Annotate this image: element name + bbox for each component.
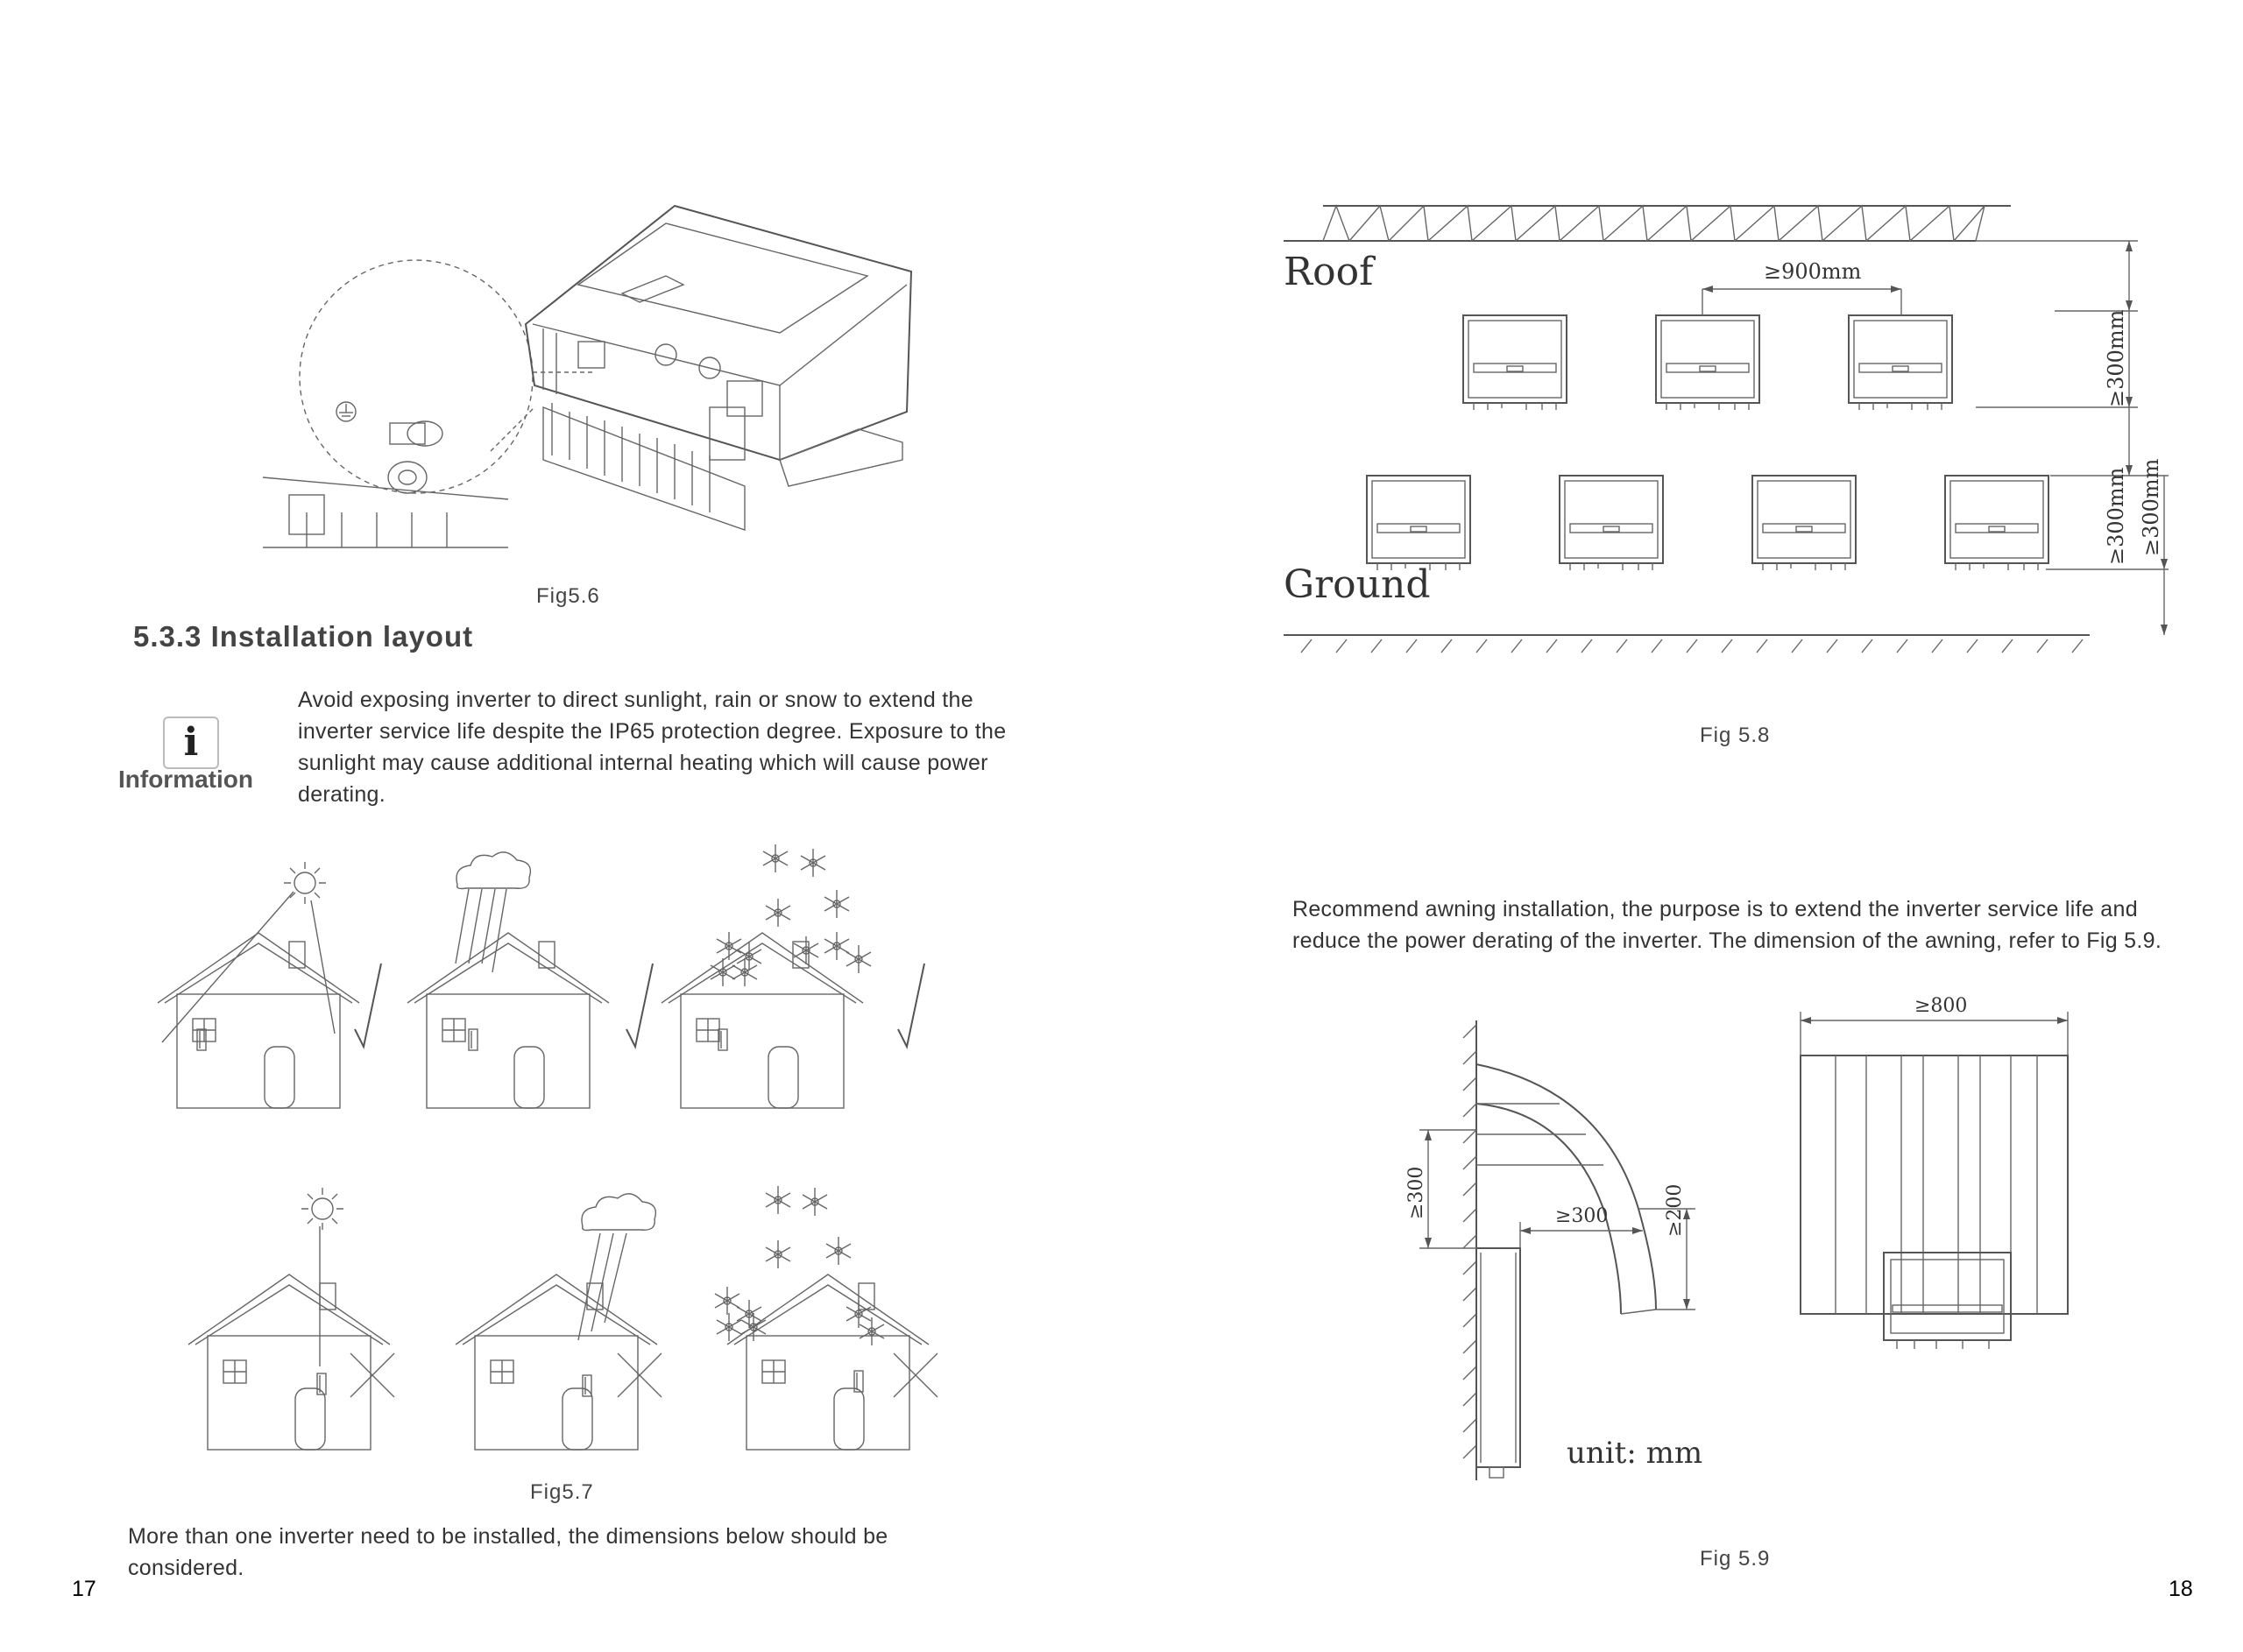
fig56-inverter-grounding-illustration	[262, 204, 913, 548]
bottom-paragraph: More than one inverter need to be instal…	[128, 1524, 888, 1580]
dim-height-right: ≥200	[1664, 1184, 1686, 1237]
cloud-icon	[581, 1193, 657, 1232]
dim-height-left: ≥300	[1405, 1167, 1427, 1219]
scenario-sun-exposed	[188, 1187, 395, 1451]
info-icon: i	[163, 717, 219, 769]
scenario-snow-exposed	[714, 1185, 938, 1451]
check-mark-icon	[354, 963, 382, 1050]
dim-horizontal-gap: ≥900mm	[1764, 259, 1862, 284]
scenario-sun-protected	[157, 861, 382, 1109]
inverter-row-bottom	[1366, 475, 2049, 571]
dim-depth: ≥300	[1555, 1205, 1608, 1227]
check-mark-icon	[897, 963, 925, 1050]
scenario-snow-protected	[661, 844, 925, 1109]
fig57-installation-scenarios	[157, 844, 938, 1451]
ground-screw-icon	[336, 401, 357, 422]
fig59-caption: Fig 5.9	[1700, 1547, 1771, 1571]
fig59-awning-dimensions: ≥300 ≥300 ≥200 unit: mm ≥800	[1405, 995, 2069, 1480]
sun-icon	[283, 861, 327, 905]
check-mark-icon	[626, 963, 654, 1050]
fig56-caption: Fig5.6	[536, 584, 600, 608]
snowflake-icon	[710, 844, 872, 987]
fig58-caption: Fig 5.8	[1700, 724, 1771, 747]
dim-vertical-mid: ≥300mm	[2104, 467, 2128, 565]
ground-label: Ground	[1284, 562, 1431, 607]
info-text: Avoid exposing inverter to direct sunlig…	[298, 688, 1007, 807]
fig58-multi-inverter-spacing: Roof Ground ≥900mm ≥300mm ≥300mm ≥300m	[1284, 204, 2169, 653]
scenario-rain-exposed	[455, 1193, 662, 1451]
cross-mark-icon	[893, 1352, 938, 1398]
section-heading: 5.3.3 Installation layout	[133, 620, 474, 653]
fig57-caption: Fig5.7	[530, 1480, 594, 1504]
unit-label: unit: mm	[1567, 1436, 1702, 1471]
dim-width: ≥800	[1914, 995, 1967, 1017]
dim-vertical-ground: ≥300mm	[2139, 458, 2163, 556]
cloud-icon	[456, 851, 532, 890]
roof-label: Roof	[1284, 250, 1376, 294]
page-number-right: 18	[2169, 1577, 2193, 1601]
sun-icon	[301, 1187, 344, 1231]
cross-mark-icon	[350, 1352, 395, 1398]
info-label: Information	[118, 766, 253, 793]
roof-truss	[1284, 204, 2011, 243]
snowflake-icon	[714, 1185, 885, 1346]
info-icon-glyph: i	[183, 720, 199, 765]
cross-mark-icon	[617, 1352, 662, 1398]
dim-vertical-top: ≥300mm	[2104, 309, 2128, 407]
awning-paragraph: Recommend awning installation, the purpo…	[1292, 897, 2162, 953]
scenario-rain-protected	[407, 851, 654, 1109]
inverter-row-top	[1462, 314, 1953, 411]
page-number-left: 17	[72, 1577, 96, 1601]
